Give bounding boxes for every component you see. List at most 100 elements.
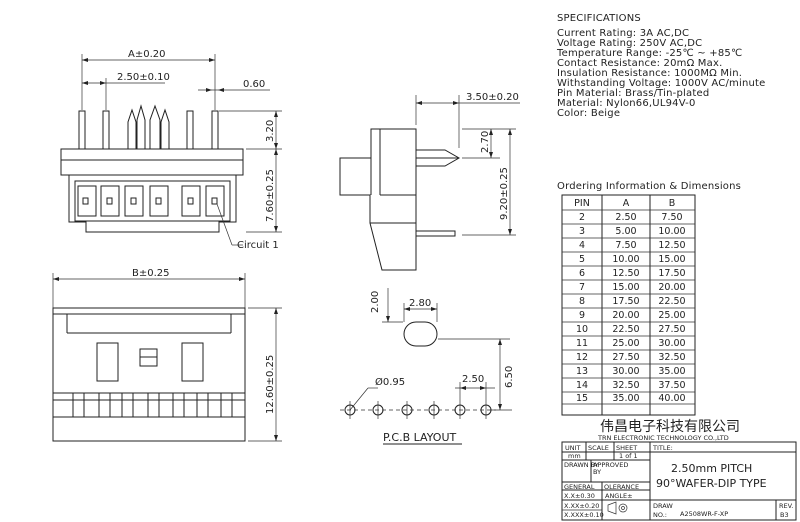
table-row: 8 17.50 22.50 (579, 296, 686, 307)
table-row: 15 35.00 40.00 (576, 393, 686, 404)
title-label: TITLE: (652, 444, 673, 452)
table-row: 14 32.50 37.50 (576, 380, 686, 391)
tolerance-1: X.X±0.30 (564, 492, 595, 500)
svg-text:12: 12 (576, 352, 588, 363)
sheet-label: SHEET (616, 444, 637, 452)
approved-by-label: APPROVED (593, 461, 628, 469)
table-row: 12 27.50 32.50 (576, 352, 686, 363)
svg-text:7.50: 7.50 (615, 240, 636, 251)
company-name-cn: 伟昌电子科技有限公司 (600, 419, 740, 435)
svg-text:12.50: 12.50 (658, 240, 685, 251)
front-view-pins (78, 104, 219, 150)
svg-text:32.50: 32.50 (658, 352, 685, 363)
dim-b: B±0.25 (132, 268, 170, 279)
dim-pitch: 2.50±0.10 (117, 72, 170, 83)
svg-text:2.50: 2.50 (615, 212, 636, 223)
svg-text:25.00: 25.00 (658, 310, 685, 321)
table-row: 13 30.00 35.00 (576, 366, 686, 377)
spec-line: Voltage Rating: 250V AC,DC (557, 38, 702, 49)
svg-text:17.50: 17.50 (612, 296, 639, 307)
pcb-layout: 2.80 2.00 6.50 Ø0.95 (340, 288, 515, 445)
spec-line: Temperature Range: -25℃ ~ +85℃ (556, 48, 742, 59)
approved-by-label-2: BY (593, 468, 601, 476)
spec-line: Contact Resistance: 20mΩ Max. (557, 58, 722, 69)
ordering-title: Ordering Information & Dimensions (557, 181, 741, 192)
svg-text:30.00: 30.00 (612, 366, 639, 377)
dim-total-height: 12.60±0.25 (265, 355, 276, 414)
pcb-layout-label: P.C.B LAYOUT (383, 431, 457, 444)
bottom-view-ribs (72, 392, 233, 418)
svg-text:10.00: 10.00 (612, 254, 639, 265)
draw-label: DRAW (653, 502, 673, 510)
dim-pad-width: 2.80 (409, 298, 431, 309)
svg-text:15.00: 15.00 (612, 282, 639, 293)
svg-text:10.00: 10.00 (658, 226, 685, 237)
front-view-contacts (77, 185, 225, 217)
svg-text:7.50: 7.50 (661, 212, 682, 223)
dim-pad-height: 2.00 (370, 291, 381, 313)
svg-text:15: 15 (576, 393, 588, 404)
svg-text:7: 7 (579, 282, 585, 293)
dim-pin-width: 0.60 (243, 79, 265, 90)
svg-text:37.50: 37.50 (658, 380, 685, 391)
svg-text:14: 14 (576, 380, 588, 391)
spec-line: Color: Beige (557, 108, 620, 119)
table-row: 10 22.50 27.50 (576, 324, 686, 335)
svg-text:8: 8 (579, 296, 585, 307)
table-row: 9 20.00 25.00 (579, 310, 686, 321)
unit-value: mm (568, 452, 581, 460)
table-header: PIN (574, 198, 590, 209)
svg-text:25.00: 25.00 (612, 338, 639, 349)
dim-side-height: 9.20±0.25 (499, 167, 510, 220)
table-row: 5 10.00 15.00 (579, 254, 686, 265)
svg-text:15.00: 15.00 (658, 254, 685, 265)
svg-text:10: 10 (576, 324, 588, 335)
drawn-by-label: DRAWN BY (564, 461, 599, 469)
dim-side-depth: 3.50±0.20 (466, 92, 519, 103)
svg-text:6: 6 (579, 268, 585, 279)
tolerance-2: X.XX±0.20 (564, 502, 599, 510)
svg-text:5: 5 (579, 254, 585, 265)
tolerance-3: X.XXX±0.10 (564, 511, 604, 519)
svg-text:11: 11 (576, 338, 588, 349)
dim-a: A±0.20 (128, 49, 166, 60)
svg-text:5.00: 5.00 (615, 226, 636, 237)
svg-text:22.50: 22.50 (612, 324, 639, 335)
svg-text:12.50: 12.50 (612, 268, 639, 279)
svg-text:22.50: 22.50 (658, 296, 685, 307)
rev-label: REV. (779, 502, 793, 510)
unit-label: UNIT (565, 444, 581, 452)
table-row: 2 2.50 7.50 (579, 212, 683, 223)
circuit-1-label: Circuit 1 (237, 240, 279, 251)
svg-text:9: 9 (579, 310, 585, 321)
svg-text:20.00: 20.00 (612, 310, 639, 321)
title-line-2: 90°WAFER-DIP TYPE (656, 477, 767, 490)
general-label: GENERAL (564, 483, 595, 491)
table-row: 3 5.00 10.00 (579, 226, 686, 237)
front-view: A±0.20 2.50±0.10 0.60 3.20 7.60±0.25 Cir… (60, 49, 282, 251)
dim-hole-pitch: 2.50 (462, 374, 484, 385)
tolerance-label: OLERANCE (604, 483, 639, 491)
svg-text:32.50: 32.50 (612, 380, 639, 391)
dim-body-height: 7.60±0.25 (265, 169, 276, 222)
svg-text:17.50: 17.50 (658, 268, 685, 279)
svg-text:20.00: 20.00 (658, 282, 685, 293)
svg-text:35.00: 35.00 (612, 393, 639, 404)
svg-text:35.00: 35.00 (658, 366, 685, 377)
side-view: 3.50±0.20 2.70 9.20±0.25 (339, 92, 520, 271)
dim-hole-diameter: Ø0.95 (375, 376, 405, 388)
svg-text:30.00: 30.00 (658, 338, 685, 349)
spec-line: Material: Nylon66,UL94V-0 (557, 98, 696, 109)
specs-title: SPECIFICATIONS (557, 13, 641, 24)
table-header: B (669, 198, 676, 209)
company-name-en: TRN ELECTRONIC TECHNOLOGY CO.,LTD (597, 434, 729, 442)
table-row: 11 25.00 30.00 (576, 338, 686, 349)
dim-pad-spacing: 6.50 (504, 366, 515, 388)
title-block: 伟昌电子科技有限公司 TRN ELECTRONIC TECHNOLOGY CO.… (561, 419, 797, 521)
rev-value: B3 (780, 511, 789, 519)
svg-text:40.00: 40.00 (658, 393, 685, 404)
specifications: SPECIFICATIONS Current Rating: 3A AC,DC … (556, 13, 765, 119)
table-row: 6 12.50 17.50 (579, 268, 686, 279)
table-header: A (623, 198, 630, 209)
